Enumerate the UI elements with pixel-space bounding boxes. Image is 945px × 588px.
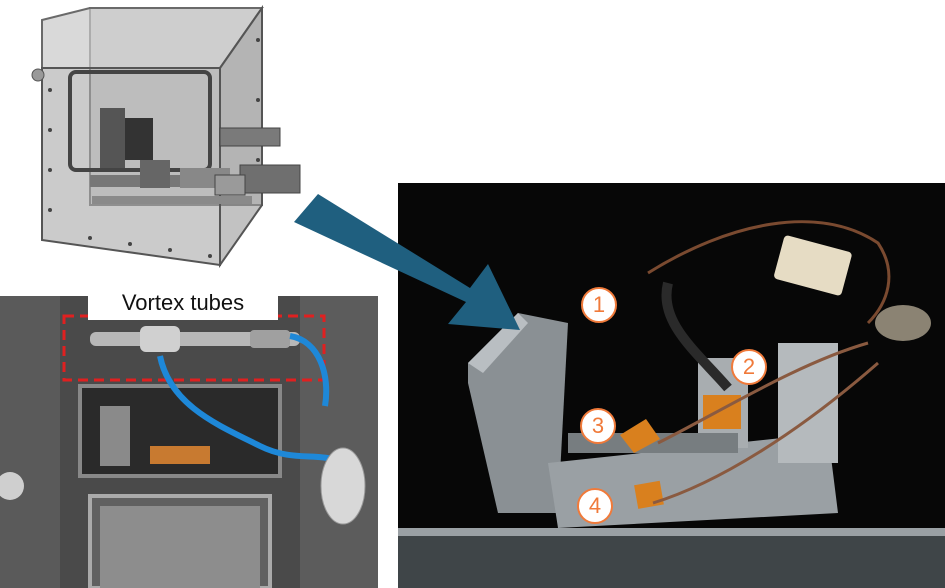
callout-1: 1 (581, 287, 617, 323)
callout-2: 2 (731, 349, 767, 385)
vortex-tubes-label: Vortex tubes (88, 286, 278, 320)
callout-3: 3 (580, 408, 616, 444)
callout-4: 4 (577, 488, 613, 524)
photo-sensor-locations (398, 183, 945, 588)
photo-chamber-vortex-tubes (0, 296, 378, 588)
arrow-icon (292, 190, 532, 340)
cad-render-enclosure (30, 0, 312, 272)
